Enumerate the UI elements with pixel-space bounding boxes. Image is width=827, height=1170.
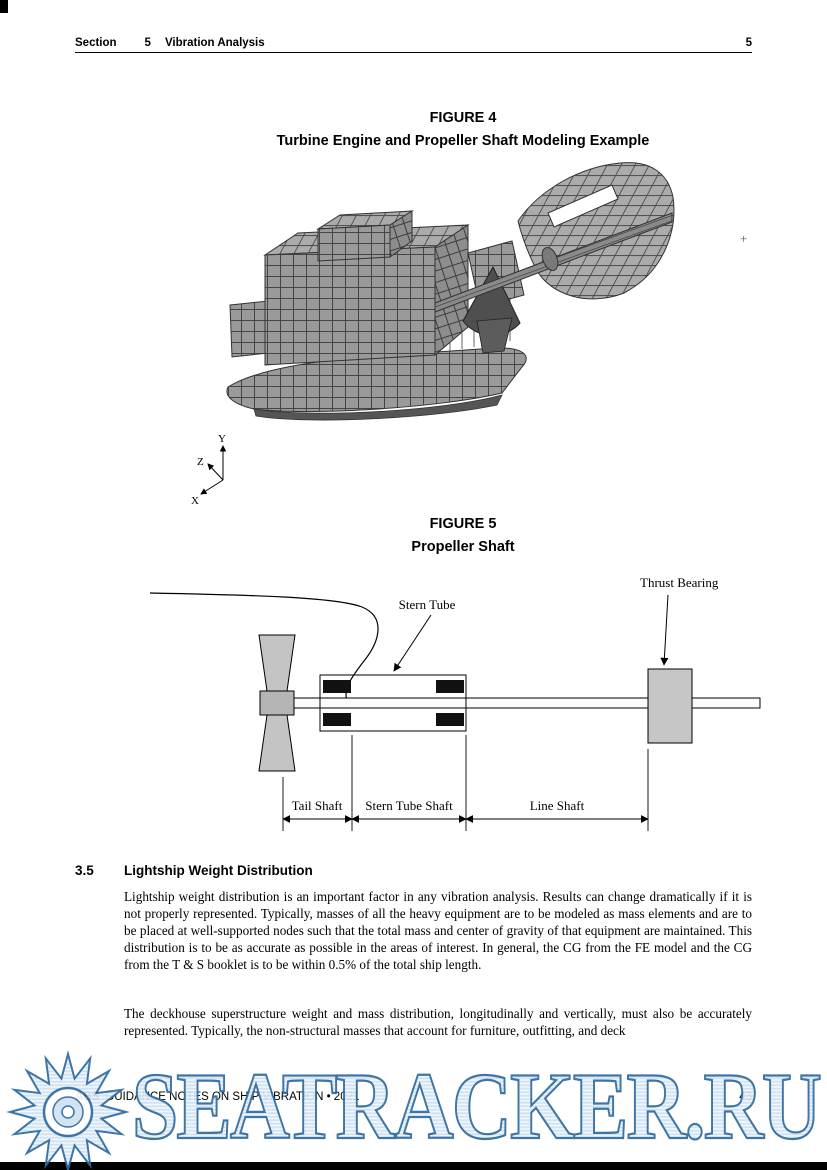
paragraph-lightship-1: Lightship weight distribution is an impo… (124, 889, 752, 972)
propeller (258, 634, 296, 772)
footer-left: ABS GUIDANCE NOTES ON SHIP VIBRATION • 20… (75, 1091, 359, 1103)
header-section-label: Section (75, 37, 117, 49)
axis-y-label: Y (218, 433, 226, 445)
stern-tube-shaft-label: Stern Tube Shaft (365, 798, 453, 813)
figure4-fe-model-illustration: Y Z X + (191, 162, 747, 505)
turbine-engine-block (263, 210, 470, 366)
figure5-title: Propeller Shaft (411, 539, 515, 555)
hull-mesh (226, 300, 527, 421)
stern-hull-blade (517, 162, 675, 300)
footer-brand: ABS (75, 1091, 100, 1103)
scan-artifact-top-left (0, 0, 8, 13)
header-section-number: 5 (144, 37, 151, 49)
thrust-bearing-block (647, 668, 693, 744)
axis-x-label: X (191, 495, 199, 505)
thrust-bearing-label: Thrust Bearing (640, 575, 719, 590)
sun-logo (6, 1050, 130, 1170)
footer-text: GUIDANCE NOTES ON SHIP VIBRATION • 2021 (105, 1091, 360, 1103)
section-3-5-heading: 3.5 Lightship Weight Distribution (75, 863, 752, 878)
header-section-title: Vibration Analysis (164, 37, 265, 49)
figure5-caption: FIGURE 5 Propeller Shaft (100, 513, 826, 559)
footer-page-number: 43 (739, 1091, 752, 1103)
bottom-scan-bar (0, 1162, 827, 1170)
axis-z-label: Z (197, 456, 204, 468)
propeller-disc-dark (462, 265, 521, 354)
thrust-bearing-callout: Thrust Bearing (640, 575, 719, 666)
figure4-title: Turbine Engine and Propeller Shaft Model… (276, 133, 650, 149)
hull-contour-line (149, 592, 379, 704)
plus-marker: + (740, 231, 747, 246)
section-number: 3.5 (75, 863, 94, 878)
propeller-shaft-3d (434, 212, 673, 313)
page-footer: ABS GUIDANCE NOTES ON SHIP VIBRATION • 20… (75, 1091, 752, 1103)
shaft-line (293, 697, 761, 709)
watermark-text: SEATRACKER.RU (132, 1053, 820, 1159)
header-page-number: 5 (745, 37, 752, 49)
stern-tube-assembly (319, 674, 467, 732)
tail-shaft-label: Tail Shaft (292, 798, 343, 813)
header-left: Section 5 Vibration Analysis (75, 37, 265, 49)
coordinate-axes-triad: Y Z X (191, 433, 227, 505)
paragraph-lightship-2: The deckhouse superstructure weight and … (124, 1006, 752, 1038)
stern-tube-callout: Stern Tube (393, 597, 456, 672)
figure5-label: FIGURE 5 (429, 516, 497, 532)
stern-tube-label: Stern Tube (399, 597, 456, 612)
figure5-propeller-shaft-diagram: Stern Tube Thrust Bearing Tail Shaft Ste… (149, 575, 761, 831)
dimension-lines (282, 735, 649, 831)
line-shaft-label: Line Shaft (530, 798, 585, 813)
figure4-label: FIGURE 4 (429, 110, 497, 126)
page-header: Section 5 Vibration Analysis 5 (75, 37, 752, 49)
figure4-caption: FIGURE 4 Turbine Engine and Propeller Sh… (100, 107, 826, 153)
header-rule (75, 52, 752, 53)
seatracker-watermark: SEATRACKER.RU (6, 1050, 823, 1170)
section-title: Lightship Weight Distribution (124, 863, 313, 878)
